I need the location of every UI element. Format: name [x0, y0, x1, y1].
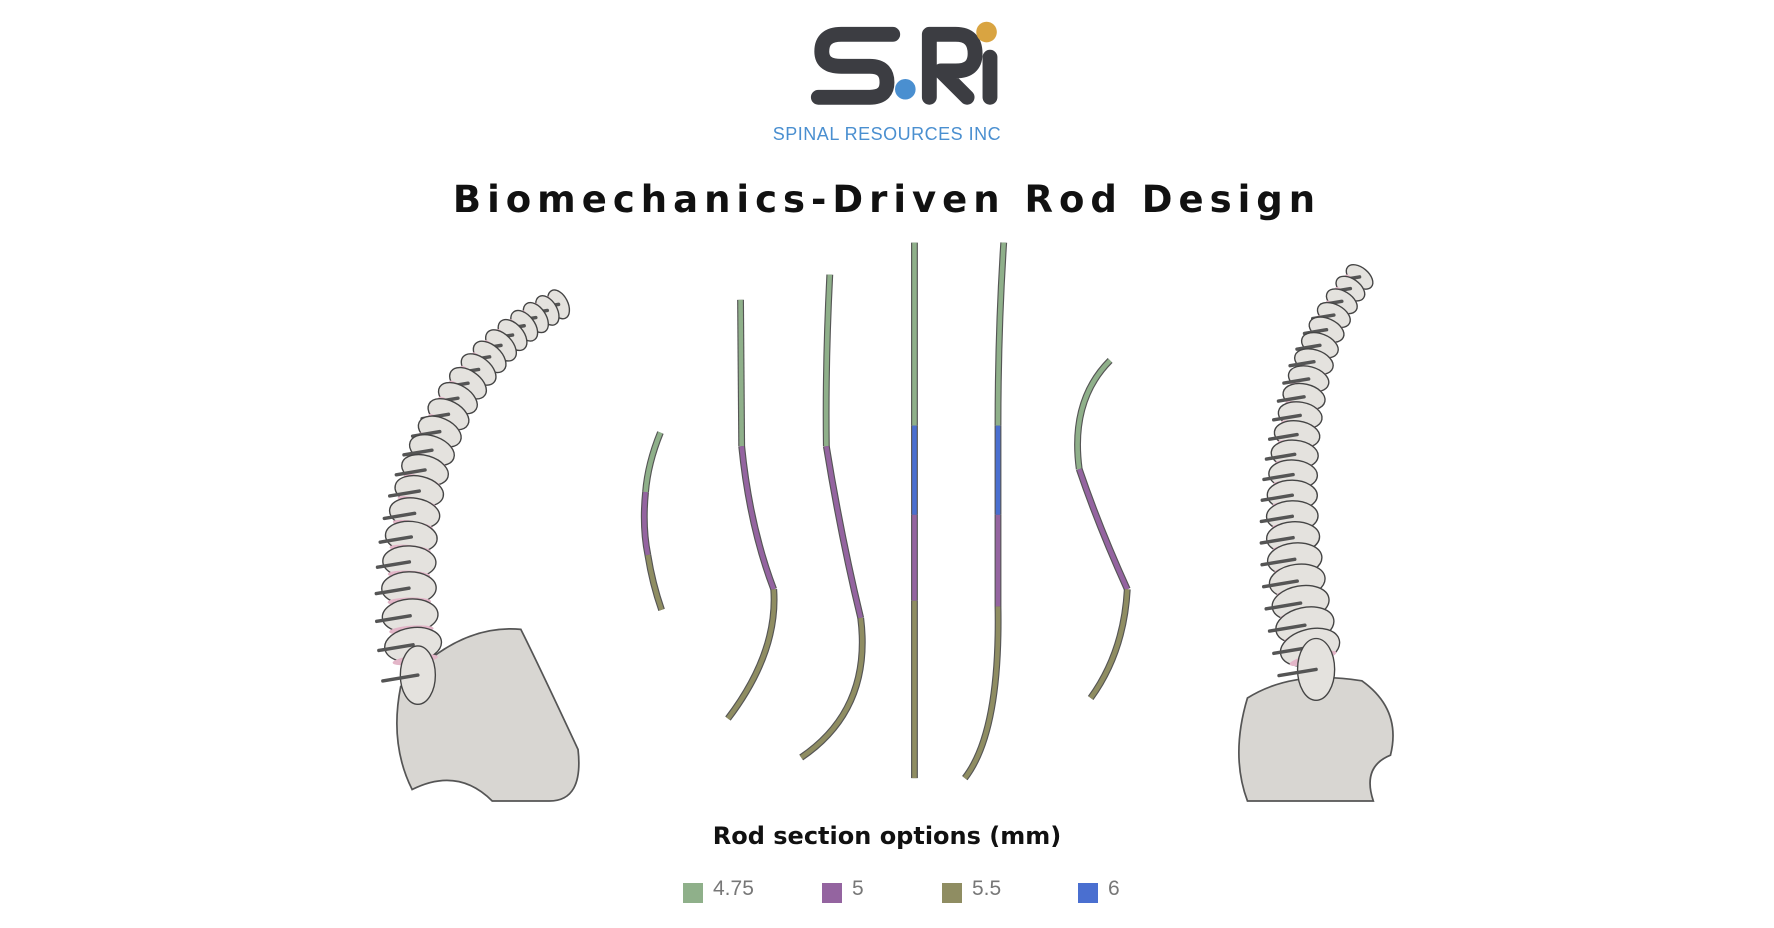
rod-section [641, 491, 651, 556]
rod-section [963, 606, 1001, 780]
spinous-process [1260, 493, 1295, 502]
legend-item: 6 [1078, 875, 1120, 903]
rod [799, 274, 866, 761]
legend: 4.75 5 5.5 6 [0, 875, 1774, 905]
spinous-process [374, 614, 412, 624]
rod [962, 242, 1008, 781]
spinous-process [402, 448, 434, 457]
spinous-process [1288, 360, 1316, 368]
left-spine [374, 289, 580, 802]
logo-letter-s [810, 26, 901, 105]
legend-label: 4.75 [713, 877, 754, 900]
rod-section [799, 617, 865, 760]
rod-section [823, 274, 833, 447]
spinous-process [1264, 452, 1297, 461]
legend-swatch [822, 883, 842, 903]
right-spine [1238, 264, 1394, 802]
rod-section [824, 445, 863, 619]
spinous-process [1262, 472, 1295, 482]
rod-outline [725, 589, 778, 721]
spinous-process [1259, 535, 1295, 545]
rod-section [738, 299, 744, 447]
logo-gold-dot [976, 21, 997, 43]
spinous-process [1261, 579, 1299, 589]
legend-swatch [1078, 883, 1098, 903]
rod-outline [799, 617, 866, 761]
spinous-process [1276, 395, 1306, 403]
logo-blue-dot [895, 78, 916, 100]
spinous-process [375, 560, 412, 569]
rod-section [643, 431, 663, 493]
legend-title: Rod section options (mm) [712, 822, 1062, 850]
spinous-process [1259, 514, 1295, 524]
legend-swatch [942, 883, 962, 903]
company-name: SPINAL RESOURCES INC [772, 124, 1002, 144]
logo-letter-r [921, 26, 983, 105]
spinous-process [388, 489, 421, 498]
legend-label: 5.5 [972, 877, 1002, 900]
spinous-process [1295, 343, 1322, 351]
spinous-process [377, 643, 415, 653]
rod-section [726, 589, 777, 720]
spinous-process [1282, 377, 1311, 385]
spinous-process [1277, 667, 1318, 678]
legend-item: 5 [822, 875, 864, 903]
rod [640, 431, 665, 612]
page-title: Biomechanics-Driven Rod Design [452, 178, 1322, 221]
spinous-process [1271, 413, 1302, 422]
spinous-process [1267, 623, 1307, 633]
spinous-process [1260, 557, 1297, 567]
rod-section [1075, 358, 1112, 470]
legend-label: 6 [1108, 877, 1120, 900]
legend-item: 4.75 [683, 875, 754, 903]
rod-section [645, 554, 664, 611]
legend-swatch [683, 883, 703, 903]
spinous-process [1267, 432, 1299, 441]
spinous-process [374, 586, 411, 596]
rod-outline [1087, 589, 1131, 701]
rod-section [739, 446, 776, 591]
spinous-process [378, 535, 414, 544]
rod-section [1077, 468, 1130, 591]
rod-section [995, 242, 1006, 426]
rod-outline [738, 445, 777, 591]
sri-logo [810, 21, 998, 105]
rod-section [1088, 589, 1130, 700]
spinous-process [381, 673, 420, 683]
legend-label: 5 [852, 877, 864, 900]
pelvis [396, 628, 580, 802]
rod [1074, 358, 1131, 701]
spinous-process [394, 468, 427, 477]
legend-item: 5.5 [942, 875, 1001, 903]
rod [725, 299, 778, 721]
spinous-process [382, 511, 417, 521]
spinous-process [1264, 601, 1303, 611]
